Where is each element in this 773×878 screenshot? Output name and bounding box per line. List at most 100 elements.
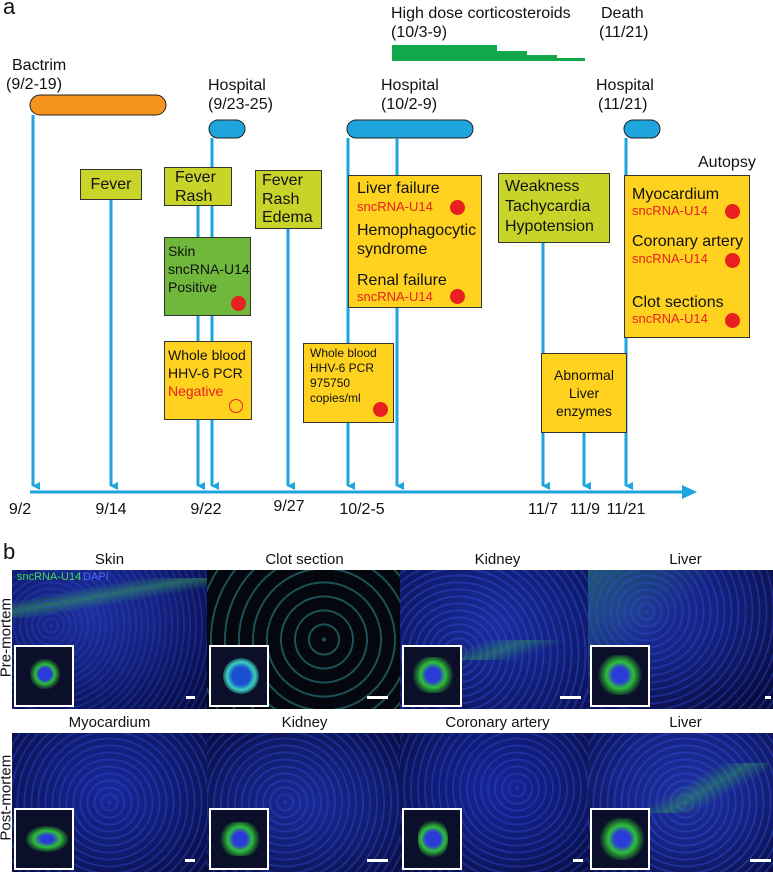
positive-dot xyxy=(450,200,465,215)
micrograph-post-myocardium xyxy=(12,733,207,872)
myocardium-text: Myocardium xyxy=(632,186,720,203)
scale-bar xyxy=(367,859,388,862)
wb1-line2: HHV-6 PCR xyxy=(168,365,243,381)
pre-title-clot: Clot section xyxy=(265,551,344,568)
wb2-line4: copies/ml xyxy=(310,391,361,405)
post-title-kidney: Kidney xyxy=(281,714,328,731)
bactrim-dates: (9/2-19) xyxy=(6,76,63,93)
pre-title-liver: Liver xyxy=(669,551,702,568)
wb1-line1: Whole blood xyxy=(168,347,246,363)
micrograph-post-kidney xyxy=(207,733,402,872)
hospital2-bar xyxy=(346,119,474,139)
legend-sncrna: sncRNA-U14 xyxy=(17,571,82,583)
inset-image xyxy=(402,645,462,707)
renal-failure-text: Renal failure xyxy=(357,272,447,289)
abnormal-line2: Liver xyxy=(568,385,600,401)
positive-dot xyxy=(450,289,465,304)
fever-rash-box: Fever Rash xyxy=(164,167,232,206)
scale-bar xyxy=(560,696,581,699)
date-9-27: 9/27 xyxy=(273,498,305,515)
micrograph-post-coronary xyxy=(400,733,595,872)
fre-line1: Fever xyxy=(262,172,303,189)
scale-bar xyxy=(367,696,388,699)
post-title-coronary: Coronary artery xyxy=(445,714,550,731)
inset-image xyxy=(402,808,462,870)
hospital1-dates: (9/23-25) xyxy=(208,96,273,113)
wb2-line2: HHV-6 PCR xyxy=(310,361,375,375)
fever-rash-line1: Fever xyxy=(175,169,216,186)
scale-bar xyxy=(573,859,583,862)
micrograph-pre-kidney xyxy=(400,570,595,709)
fre-line3: Edema xyxy=(262,209,313,226)
coronary-sncrna-text: sncRNA-U14 xyxy=(632,251,708,266)
bactrim-label: Bactrim xyxy=(12,57,67,74)
fever-rash-line2: Rash xyxy=(175,188,213,205)
post-title-myocardium: Myocardium xyxy=(68,714,151,731)
death-date: (11/21) xyxy=(599,24,649,41)
hospital2-label: Hospital xyxy=(381,77,439,94)
date-11-7: 11/7 xyxy=(528,501,558,518)
abnormal-line1: Abnormal xyxy=(554,367,614,383)
skin-line3: Positive xyxy=(168,279,218,295)
scale-bar xyxy=(186,696,195,699)
inset-image xyxy=(590,808,650,870)
positive-dot xyxy=(725,313,740,328)
clot-text: Clot sections xyxy=(632,294,724,311)
pre-title-kidney: Kidney xyxy=(474,551,521,568)
autopsy-box: Myocardium sncRNA-U14 Coronary artery sn… xyxy=(624,175,750,338)
inset-image xyxy=(209,645,269,707)
date-9-22: 9/22 xyxy=(190,501,222,518)
skin-sncrna-box: Skin sncRNA-U14 Positive xyxy=(164,237,251,316)
panel-a-label: a xyxy=(3,0,16,19)
liver-failure-text: Liver failure xyxy=(357,180,440,197)
inset-image xyxy=(14,808,74,870)
liver-sncrna-text: sncRNA-U14 xyxy=(357,199,433,214)
micrograph-pre-liver xyxy=(588,570,773,709)
scale-bar xyxy=(750,859,771,862)
date-10-2-5: 10/2-5 xyxy=(339,501,385,518)
abnormal-liver-box: Abnormal Liver enzymes xyxy=(541,353,627,433)
micrograph-post-liver xyxy=(588,733,773,872)
hemophagocytic-line1: Hemophagocytic xyxy=(357,222,477,239)
weakness-line2: Tachycardia xyxy=(505,198,591,215)
whole-blood-positive-box: Whole blood HHV-6 PCR 975750 copies/ml xyxy=(303,343,394,423)
inset-image xyxy=(14,645,74,707)
weakness-line3: Hypotension xyxy=(505,218,594,235)
weakness-box: Weakness Tachycardia Hypotension xyxy=(498,173,610,243)
skin-line2: sncRNA-U14 xyxy=(168,261,250,277)
whole-blood-negative-box: Whole blood HHV-6 PCR Negative xyxy=(164,341,252,420)
death-label: Death xyxy=(601,5,644,22)
hospital3-dates: (11/21) xyxy=(598,96,648,113)
date-9-14: 9/14 xyxy=(95,501,127,518)
bactrim-bar xyxy=(29,94,167,116)
pre-title-skin: Skin xyxy=(94,551,125,568)
hospital3-label: Hospital xyxy=(596,77,654,94)
fever-box: Fever xyxy=(80,169,142,200)
legend-dapi: DAPI xyxy=(83,571,109,583)
scale-bar xyxy=(765,696,771,699)
inset-image xyxy=(590,645,650,707)
date-11-21: 11/21 xyxy=(606,501,646,518)
autopsy-label: Autopsy xyxy=(698,154,756,171)
weakness-line1: Weakness xyxy=(505,178,580,195)
wb2-line3: 975750 xyxy=(310,376,351,390)
corticosteroids-dates: (10/3-9) xyxy=(391,24,448,41)
date-9-2: 9/2 xyxy=(8,501,32,518)
skin-line1: Skin xyxy=(168,243,196,259)
coronary-text: Coronary artery xyxy=(632,233,744,250)
scale-bar xyxy=(185,859,195,862)
hospital3-bar xyxy=(623,119,661,139)
positive-dot xyxy=(373,402,388,417)
hemophagocytic-line2: syndrome xyxy=(357,241,428,258)
renal-sncrna-text: sncRNA-U14 xyxy=(357,289,433,304)
negative-ring xyxy=(229,399,243,413)
axis-arrowhead xyxy=(682,485,697,499)
positive-dot xyxy=(725,204,740,219)
abnormal-line3: enzymes xyxy=(555,403,613,419)
clot-sncrna-text: sncRNA-U14 xyxy=(632,311,708,326)
positive-dot xyxy=(725,253,740,268)
wb2-line1: Whole blood xyxy=(310,346,377,360)
positive-dot xyxy=(231,296,246,311)
liver-renal-failure-box: Liver failure sncRNA-U14 Hemophagocytic … xyxy=(348,175,482,308)
inset-image xyxy=(209,808,269,870)
